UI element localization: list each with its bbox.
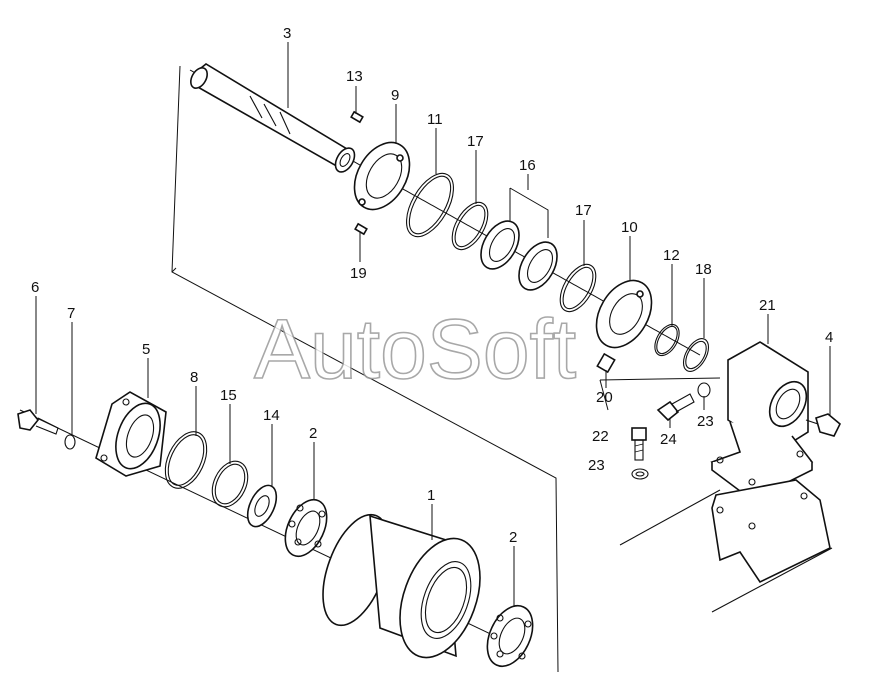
callout-1: 1	[427, 487, 435, 504]
callout-9: 9	[391, 87, 399, 104]
leader-lines	[35, 42, 831, 606]
callout-8: 8	[190, 369, 198, 386]
callout-6: 6	[31, 279, 39, 296]
part-pin-top	[350, 110, 364, 124]
part-floating-seal-pair	[480, 220, 558, 291]
callout-23-upper: 23	[697, 413, 714, 430]
part-washer-left	[64, 434, 76, 450]
callout-19: 19	[350, 265, 367, 282]
part-washer-23-upper	[697, 382, 711, 398]
part-shaft	[190, 63, 356, 173]
part-bearing-lower	[486, 604, 534, 668]
callout-21: 21	[759, 297, 776, 314]
callout-11: 11	[427, 111, 443, 128]
callout-24: 24	[660, 431, 677, 448]
callout-13: 13	[346, 68, 363, 85]
watermark-text: AutoSoft	[254, 302, 576, 396]
callout-17-lower: 17	[575, 202, 592, 219]
assembly-frame	[171, 65, 559, 673]
part-pin-bottom	[354, 222, 368, 236]
part-o-ring-upper	[451, 201, 489, 251]
callout-18: 18	[695, 261, 712, 278]
callout-15: 15	[220, 387, 237, 404]
callout-3: 3	[283, 25, 291, 42]
callout-12: 12	[663, 247, 680, 264]
callout-2-lower: 2	[509, 529, 517, 546]
callout-23-lower: 23	[588, 457, 605, 474]
part-o-ring-left	[164, 431, 208, 489]
part-bolt-left	[17, 409, 59, 435]
part-end-cover	[95, 391, 167, 477]
part-washer-23-lower	[631, 468, 649, 480]
callout-20: 20	[596, 389, 613, 406]
part-bolt-22	[631, 427, 647, 461]
part-roller	[322, 513, 481, 659]
callout-22: 22	[592, 428, 609, 445]
callout-4: 4	[825, 329, 833, 346]
callout-2-upper: 2	[309, 425, 317, 442]
part-bolt-right	[805, 413, 841, 437]
part-bolt-24	[656, 393, 695, 422]
part-snap-ring-left	[211, 460, 249, 508]
callout-7: 7	[67, 305, 75, 322]
part-o-ring-small	[654, 323, 680, 357]
callout-17-upper: 17	[467, 133, 484, 150]
callout-16: 16	[519, 157, 536, 174]
part-support-bracket	[710, 341, 814, 501]
part-o-ring-lower	[559, 263, 597, 313]
part-snap-ring	[682, 338, 710, 372]
callout-10: 10	[621, 219, 638, 236]
part-o-ring-large	[406, 172, 454, 238]
part-flange-cover-upper	[353, 141, 411, 211]
callout-labels: 3 13 9 11 17 16 17 10 12 18 21 4 19 20 2…	[31, 25, 833, 546]
part-bearing-upper	[284, 498, 328, 558]
part-flange-cover-lower	[595, 279, 653, 349]
part-plug	[596, 352, 616, 374]
callout-5: 5	[142, 341, 150, 358]
part-track-frame	[619, 479, 833, 613]
callout-14: 14	[263, 407, 280, 424]
part-lock-nut	[246, 484, 278, 528]
